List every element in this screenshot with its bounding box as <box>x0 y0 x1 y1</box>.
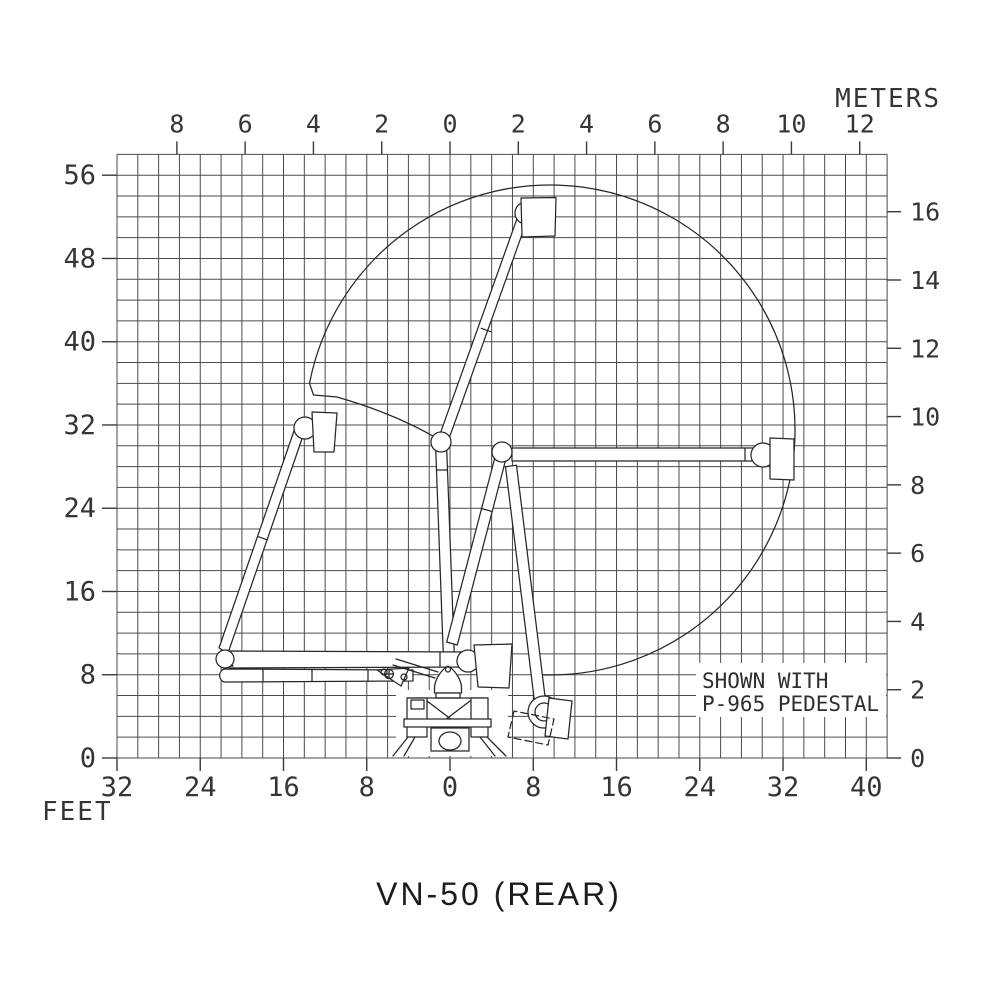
diagram-title: VN-50 (REAR) <box>376 876 622 912</box>
right-tick-label: 16 <box>910 198 940 227</box>
bucket-up-left <box>293 411 338 453</box>
left-tick-label: 24 <box>63 493 96 524</box>
link-arm <box>395 658 439 673</box>
right-tick-label: 2 <box>910 676 925 705</box>
annotation-line1: SHOWN WITH <box>702 669 828 693</box>
linkage-pin <box>400 673 408 681</box>
top-tick-label: 12 <box>845 109 875 138</box>
left-tick-label: 16 <box>63 576 96 607</box>
left-tick-label: 56 <box>63 160 96 191</box>
bucket-out-right <box>750 437 795 481</box>
top-tick-label: 10 <box>776 109 806 138</box>
top-tick-label: 4 <box>306 109 321 138</box>
transport-lower-boom <box>218 668 414 683</box>
pedestal-left-detail <box>410 699 425 710</box>
bucket-body <box>311 411 338 453</box>
right-tick-label: 14 <box>910 266 940 295</box>
top-tick-label: 0 <box>442 109 457 138</box>
aerial-device-drawing <box>215 196 795 757</box>
right-tick-label: 0 <box>910 744 925 773</box>
right-tick-label: 6 <box>910 539 925 568</box>
bottom-tick-label: 8 <box>525 772 541 803</box>
left-tick-label: 40 <box>63 327 96 358</box>
bottom-tick-label: 40 <box>850 772 883 803</box>
right-tick-label: 10 <box>910 403 940 432</box>
pedestal-band <box>403 718 492 728</box>
bucket-stowed <box>456 643 513 689</box>
turret-dome <box>433 665 463 694</box>
pedestal-leg <box>479 736 496 757</box>
bottom-tick-label: 16 <box>600 772 633 803</box>
annotation-line2: P-965 PEDESTAL <box>702 692 879 716</box>
top-tick-label: 2 <box>511 109 526 138</box>
annotation-callout: SHOWN WITH P-965 PEDESTAL <box>696 663 886 717</box>
elbow-knuckle <box>215 649 235 669</box>
boom-joint-line <box>480 507 493 513</box>
top-tick-label: 6 <box>647 109 662 138</box>
elbow-knuckle <box>491 441 513 463</box>
right-tick-label: 4 <box>910 607 925 636</box>
top-tick-label: 2 <box>374 109 389 138</box>
bottom-tick-label: 8 <box>359 772 375 803</box>
pedestal <box>392 665 508 757</box>
left-tick-label: 48 <box>63 243 96 274</box>
upper-boom-to-top-bucket <box>437 211 530 443</box>
envelope-arc <box>308 184 796 676</box>
bottom-tick-label: 24 <box>184 772 217 803</box>
transport-upper-boom <box>222 650 471 669</box>
pedestal-leg <box>486 736 507 757</box>
bucket-rotated-outline <box>507 710 555 746</box>
link-arm <box>392 664 436 679</box>
bottom-tick-label: 0 <box>442 772 458 803</box>
bucket-body <box>473 643 513 689</box>
right-tick-label: 12 <box>910 334 940 363</box>
upper-boom-horizontal-right <box>511 447 761 462</box>
bucket-body <box>520 196 557 238</box>
pedestal-right-block <box>470 697 489 738</box>
bottom-tick-label: 32 <box>101 772 134 803</box>
turret-pin <box>444 666 452 673</box>
bottom-axis-unit-label: FEET <box>42 797 113 827</box>
top-tick-label: 6 <box>238 109 253 138</box>
top-tick-label: 4 <box>579 109 594 138</box>
upper-boom-to-left-bucket <box>218 427 305 654</box>
top-axis-unit-label: METERS <box>835 84 941 114</box>
bottom-tick-label: 24 <box>684 772 717 803</box>
left-tick-label: 0 <box>80 743 96 774</box>
bucket-body <box>769 437 795 481</box>
annotation-background <box>696 663 886 717</box>
top-tick-label: 8 <box>169 109 184 138</box>
pedestal-leg <box>403 736 416 757</box>
envelope-notch <box>308 382 439 440</box>
bucket-raised-top <box>514 196 557 238</box>
boom-joint-line <box>480 327 492 333</box>
bottom-tick-label: 16 <box>267 772 300 803</box>
boom-joint-line <box>256 535 268 541</box>
bottom-tick-label: 32 <box>767 772 800 803</box>
reach-envelope <box>308 184 796 676</box>
pedestal-hub <box>438 731 462 751</box>
right-tick-label: 8 <box>910 471 925 500</box>
pedestal-lower-box <box>430 727 470 752</box>
upper-boom-to-bottom-bucket <box>504 464 547 703</box>
elbow-knuckle <box>430 431 452 453</box>
axis-tick-marks <box>102 141 902 771</box>
top-tick-label: 8 <box>716 109 731 138</box>
left-tick-label: 32 <box>63 410 96 441</box>
left-tick-label: 8 <box>80 660 96 691</box>
bucket-below-right <box>507 695 573 746</box>
turret-collar <box>435 692 461 699</box>
pedestal-leg <box>392 736 409 757</box>
